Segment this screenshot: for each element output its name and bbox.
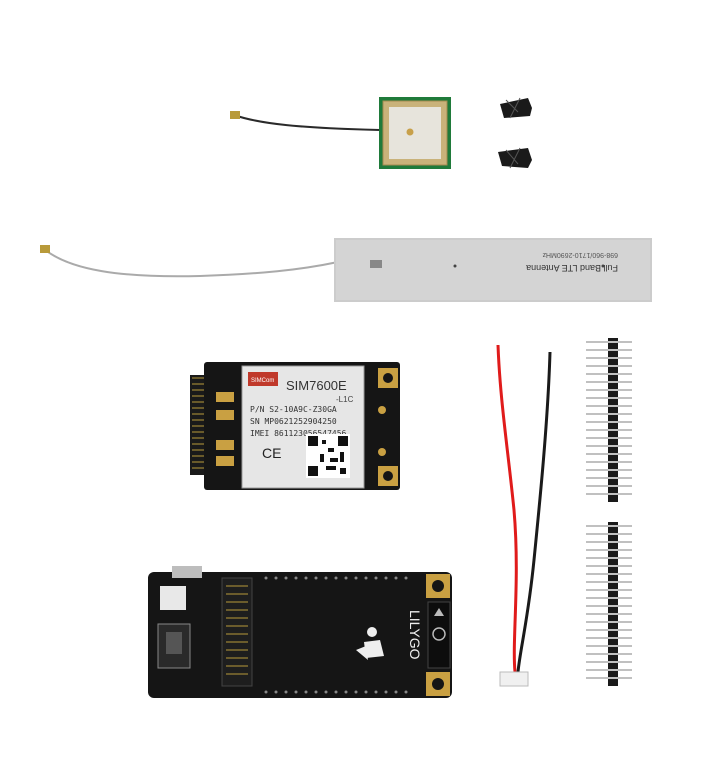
module-model: SIM7600E (286, 378, 347, 393)
sim7600e-module: SIMCom SIM7600E -L1C P/N S2-10A9C-Z30GA … (190, 362, 400, 490)
module-brand: SIMCom (251, 378, 274, 384)
antenna-label: Full Band LTE Antenna (526, 263, 618, 273)
gps-antenna (230, 97, 451, 169)
screw-bottom (498, 147, 532, 169)
module-pn: P/N S2-10A9C-Z30GA (250, 405, 337, 414)
jst-wire-pair (496, 344, 552, 687)
module-variant: -L1C (336, 395, 354, 404)
board-mascot-logo (356, 627, 384, 660)
lte-antenna-panel: Full Band LTE Antenna 698-960/1710-2690M… (334, 238, 652, 302)
lte-antenna-cable (43, 248, 339, 278)
lilygo-board: LILYGO (148, 566, 452, 698)
pin-header-bottom (586, 522, 632, 686)
module-sn: SN MP0621252904250 (250, 417, 337, 426)
module-ce-mark: CE (262, 445, 281, 461)
antenna-freq: 698-960/1710-2690MHz (542, 251, 618, 258)
screw-top (500, 97, 532, 119)
qr-code-icon (306, 434, 350, 478)
pin-header-top (586, 338, 632, 502)
board-brand: LILYGO (407, 610, 423, 660)
lte-antenna-connector (40, 245, 50, 253)
module-imei: IMEI 861123056547456 (250, 429, 347, 438)
